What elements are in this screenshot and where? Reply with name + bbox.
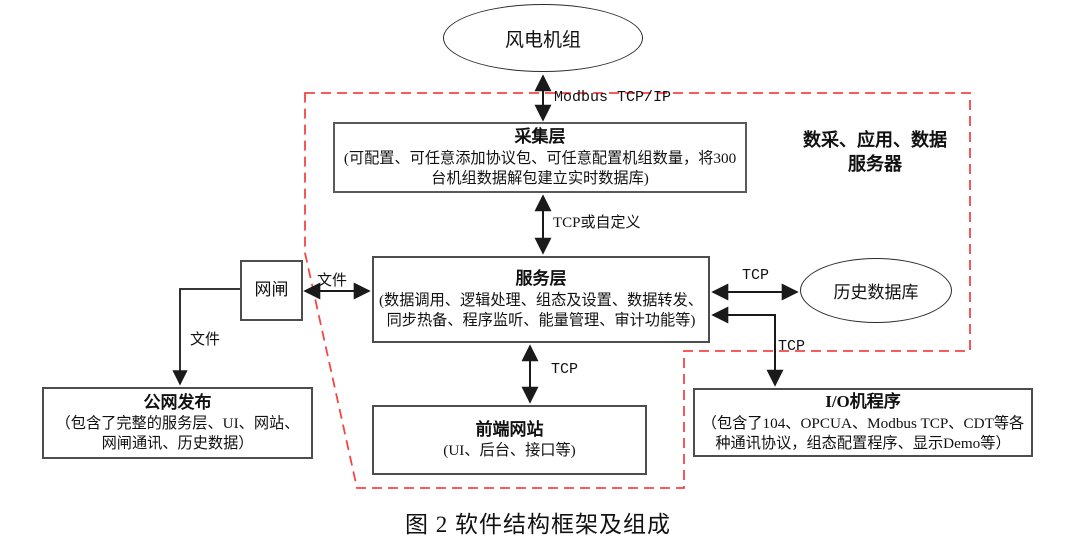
service-layer-body: (数据调用、逻辑处理、组态及设置、数据转发、同步热备、程序监听、能量管理、审计功… <box>379 291 703 329</box>
service-layer-title: 服务层 <box>515 269 567 289</box>
figure-caption: 图 2 软件结构框架及组成 <box>405 512 671 537</box>
edge-label-tcp-or-custom: TCP或自定义 <box>553 215 641 231</box>
node-wind-turbines: 风电机组 <box>443 4 643 72</box>
history-db-label: 历史数据库 <box>833 283 919 302</box>
edge-label-tcp-history: TCP <box>742 267 770 284</box>
node-public-release: 公网发布 （包含了完整的服务层、UI、网站、网闸通讯、历史数据） <box>42 387 313 459</box>
server-region-label: 数采、应用、数据 服务器 <box>780 128 970 177</box>
io-program-body: （包含了104、OPCUA、Modbus TCP、CDT等各种通讯协议，组态配置… <box>701 414 1025 452</box>
arrow-gateway-public <box>172 288 240 386</box>
arrow-service-io <box>711 306 784 387</box>
edge-label-tcp-frontend: TCP <box>551 361 579 378</box>
server-region-label-line1: 数采、应用、数据 <box>803 130 947 150</box>
collection-layer-title: 采集层 <box>514 127 566 147</box>
edge-label-file-public: 文件 <box>190 332 221 348</box>
node-gateway: 网闸 <box>240 260 303 321</box>
node-history-db: 历史数据库 <box>800 258 952 323</box>
frontend-site-body: (UI、后台、接口等) <box>443 442 576 460</box>
collection-layer-body: (可配置、可任意添加协议包、可任意配置机组数量，将300台机组数据解包建立实时数… <box>343 149 737 187</box>
edge-label-tcp-io: TCP <box>778 338 806 355</box>
edge-label-file-service: 文件 <box>317 273 348 289</box>
node-io-program: I/O机程序 （包含了104、OPCUA、Modbus TCP、CDT等各种通讯… <box>693 388 1033 457</box>
node-frontend-site: 前端网站 (UI、后台、接口等) <box>372 405 647 475</box>
edge-label-modbus: Modbus TCP/IP <box>554 89 672 106</box>
wind-turbines-label: 风电机组 <box>504 29 581 51</box>
node-service-layer: 服务层 (数据调用、逻辑处理、组态及设置、数据转发、同步热备、程序监听、能量管理… <box>372 256 710 343</box>
gateway-label: 网闸 <box>254 280 289 300</box>
frontend-site-title: 前端网站 <box>475 419 544 439</box>
io-program-title: I/O机程序 <box>825 392 901 412</box>
public-release-title: 公网发布 <box>143 392 212 412</box>
server-region-label-line2: 服务器 <box>848 154 902 175</box>
public-release-body: （包含了完整的服务层、UI、网站、网闸通讯、历史数据） <box>55 415 300 453</box>
node-collection-layer: 采集层 (可配置、可任意添加协议包、可任意配置机组数量，将300台机组数据解包建… <box>333 122 747 193</box>
